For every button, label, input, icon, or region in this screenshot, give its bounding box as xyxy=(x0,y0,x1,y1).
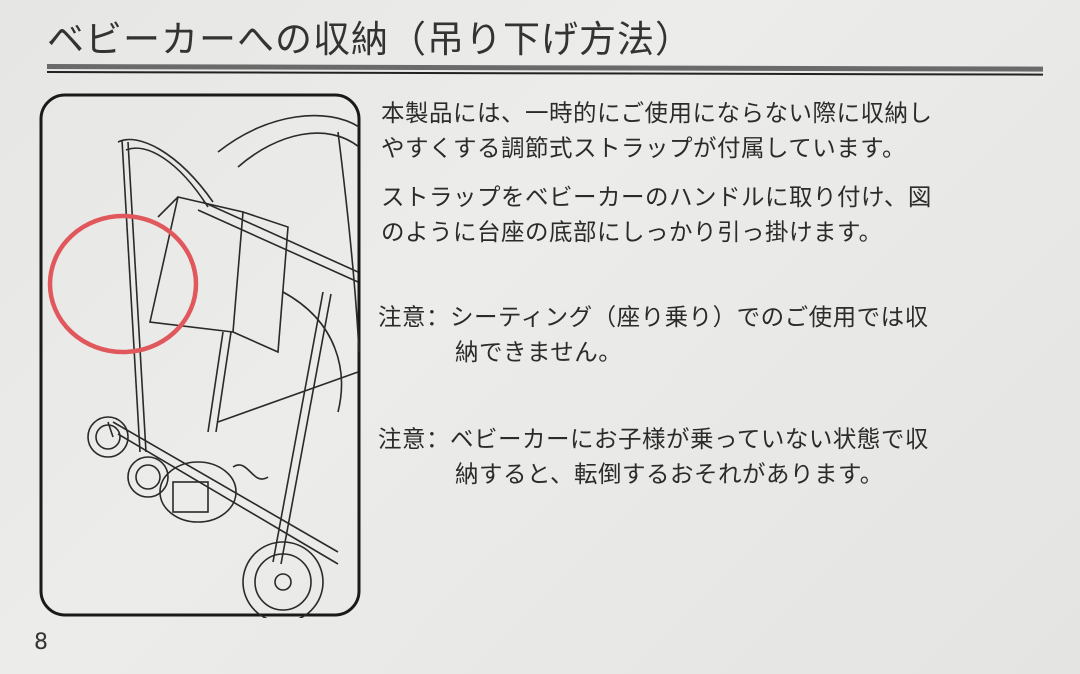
title-underline-thin xyxy=(46,71,1043,76)
caution-label: 注意： xyxy=(378,303,450,331)
figure-frame xyxy=(39,93,361,617)
paragraph-1-line-1: 本製品には、一時的にご使用にならない際に収納し xyxy=(381,99,933,127)
paragraph-2-line-1: ストラップをベビーカーのハンドルに取り付け、図 xyxy=(381,183,932,211)
page-title: ベビーカーへの収納（吊り下げ方法） xyxy=(47,18,693,61)
paragraph-2-line-2: のように台座の底部にしっかり引っ掛けます。 xyxy=(381,218,883,246)
caution-note-2-line-2: 納すると、転倒するおそれがあります。 xyxy=(455,460,884,488)
paragraph-2: ストラップをベビーカーのハンドルに取り付け、図 のように台座の底部にしっかり引っ… xyxy=(381,180,1061,250)
page-number: 8 xyxy=(34,630,48,655)
stroller-lines xyxy=(107,114,360,565)
paragraph-1-line-2: やすくする調節式ストラップが付属しています。 xyxy=(381,134,906,162)
front-wheel-2 xyxy=(127,456,169,498)
paragraph-1: 本製品には、一時的にご使用にならない際に収納し やすくする調節式ストラップが付属… xyxy=(381,96,1061,166)
caution-note-1: 注意：シーティング（座り乗り）でのご使用では収 納できません。 xyxy=(378,300,1058,370)
caution-note-2: 注意：ベビーカーにお子様が乗っていない状態で収 納すると、転倒するおそれがありま… xyxy=(378,422,1058,492)
stroller-drawing xyxy=(39,93,361,618)
caution-note-2-line-1: ベビーカーにお子様が乗っていない状態で収 xyxy=(450,425,929,453)
caution-note-1-line-1: シーティング（座り乗り）でのご使用では収 xyxy=(450,303,929,331)
front-wheel-1 xyxy=(87,416,129,458)
caution-note-1-line-2: 納できません。 xyxy=(455,338,623,366)
wheels xyxy=(87,416,324,618)
highlight-circle xyxy=(47,213,199,355)
rear-wheel xyxy=(242,541,324,618)
stroller-illustration xyxy=(38,92,362,618)
caution-label: 注意： xyxy=(378,425,450,453)
